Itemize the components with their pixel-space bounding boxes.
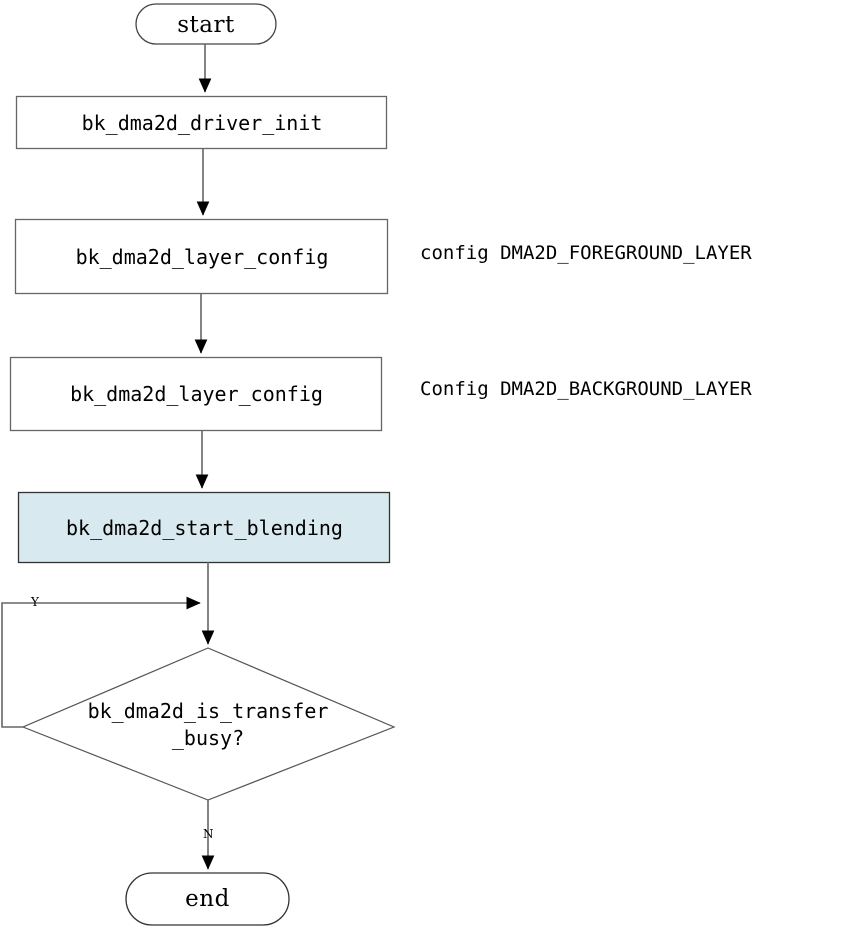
edge-label-yes: Y: [31, 595, 39, 609]
annotation-background-layer: Config DMA2D_BACKGROUND_LAYER: [420, 378, 752, 400]
edge-label-no: N: [203, 827, 214, 841]
node-layer-config-background[interactable]: [10, 357, 382, 431]
node-driver-init-shape[interactable]: [15, 95, 388, 150]
node-end-shape[interactable]: [125, 872, 290, 926]
edge-decision-yes-loop: [1, 596, 201, 728]
annotation-foreground-layer: config DMA2D_FOREGROUND_LAYER: [420, 242, 752, 264]
node-end[interactable]: [126, 873, 289, 925]
node-start-blending-shape[interactable]: [17, 491, 391, 564]
node-layer-config-foreground[interactable]: [15, 219, 388, 294]
node-is-transfer-busy[interactable]: [23, 648, 394, 800]
node-start[interactable]: [136, 4, 276, 44]
node-driver-init[interactable]: [16, 96, 387, 149]
node-layer-config-fg-shape[interactable]: [14, 218, 389, 295]
node-start-blending[interactable]: [18, 492, 390, 563]
node-layer-config-bg-shape[interactable]: [9, 356, 383, 432]
node-start-shape[interactable]: [135, 3, 277, 45]
